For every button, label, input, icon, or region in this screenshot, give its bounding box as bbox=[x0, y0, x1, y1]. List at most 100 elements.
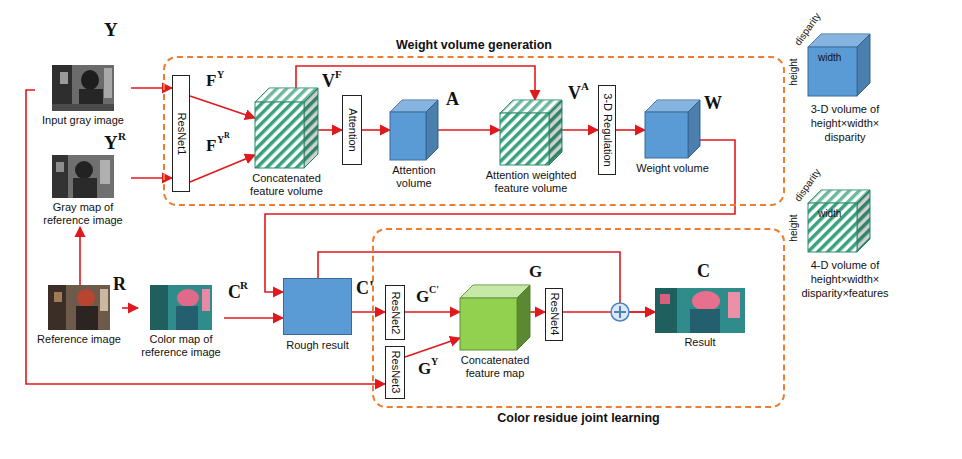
cube-shape bbox=[390, 100, 438, 160]
symbol-label: F bbox=[335, 69, 342, 80]
image-node: Reference image bbox=[36, 285, 122, 346]
symbol-label: F bbox=[206, 72, 216, 89]
network-block: ResNet1 bbox=[172, 75, 190, 192]
symbol-label: G bbox=[418, 360, 431, 377]
cube-shape bbox=[460, 285, 530, 350]
volume-node: Weight volume bbox=[645, 100, 700, 158]
legend-swatch-box bbox=[808, 190, 870, 252]
image-caption: Gray map of reference image bbox=[35, 201, 131, 227]
cube-side bbox=[426, 100, 438, 160]
shape-caption: Concatenated feature map bbox=[447, 354, 543, 380]
cube-front bbox=[255, 102, 304, 168]
network-block: ResNet2 bbox=[385, 285, 405, 340]
image-caption: Result bbox=[655, 336, 745, 349]
cube-side-shade bbox=[426, 100, 438, 160]
axis-label: height bbox=[788, 214, 800, 241]
symbol-label: V bbox=[322, 72, 335, 90]
symbol-label: Y bbox=[104, 20, 118, 39]
block-label: Attention bbox=[346, 108, 359, 151]
volume-node: Concatenated feature map bbox=[460, 285, 530, 350]
cube-side-shade bbox=[857, 190, 870, 252]
flow-arrow bbox=[190, 155, 255, 182]
cube-side-shade bbox=[517, 285, 530, 350]
sum-symbol bbox=[611, 303, 629, 321]
cube-side-shade bbox=[304, 88, 318, 168]
flow-arrow bbox=[224, 317, 283, 319]
shape-caption: Attention volume bbox=[379, 164, 449, 190]
symbol-label: C bbox=[228, 283, 241, 301]
cube-front bbox=[645, 112, 688, 158]
volume-node: Attention weighted feature volume bbox=[500, 100, 562, 165]
image-caption: Input gray image bbox=[35, 114, 131, 127]
flow-arrow bbox=[405, 338, 460, 357]
flow-arrow bbox=[131, 177, 172, 179]
axis-label: width bbox=[818, 52, 841, 64]
group-region: Color residue joint learningResNet2ResNe… bbox=[372, 228, 785, 408]
cube-shape bbox=[255, 88, 318, 168]
legend-text: 3-D volume of height×width× disparity bbox=[795, 102, 895, 144]
group-title: Color residue joint learning bbox=[374, 411, 783, 426]
symbol-label: A bbox=[446, 90, 459, 108]
legend-swatch-box bbox=[808, 34, 870, 96]
network-block: ResNet3 bbox=[385, 346, 405, 399]
cube-side-shade bbox=[688, 100, 700, 158]
symbol-label: Y bbox=[431, 357, 438, 367]
symbol-label: G bbox=[529, 263, 542, 280]
cube-front bbox=[390, 112, 426, 160]
flow-arrow bbox=[530, 311, 545, 313]
flow-arrow bbox=[79, 227, 81, 285]
flow-arrow bbox=[131, 87, 172, 89]
cube-shape bbox=[808, 190, 870, 252]
flow-arrow bbox=[616, 129, 645, 131]
cube-front bbox=[808, 203, 857, 252]
cube-side bbox=[688, 100, 700, 158]
cube-side bbox=[857, 34, 870, 96]
axis-label: height bbox=[788, 58, 800, 85]
block-label: ResNet4 bbox=[548, 293, 561, 336]
flow-arrow bbox=[26, 90, 385, 384]
symbol-label: R bbox=[118, 131, 126, 142]
flow-arrow bbox=[318, 129, 342, 131]
flow-arrow bbox=[190, 96, 255, 118]
symbol-label: Y bbox=[217, 70, 224, 80]
legend-text: 4-D volume of height×width× disparity×fe… bbox=[791, 258, 899, 300]
image-node: Gray map of reference image bbox=[35, 155, 131, 227]
symbol-label: R bbox=[113, 275, 126, 293]
block-label: ResNet3 bbox=[389, 351, 402, 394]
image-caption: Reference image bbox=[36, 333, 122, 346]
symbol-label: V bbox=[568, 84, 581, 102]
flow-arrow bbox=[352, 311, 385, 313]
symbol-label: C' bbox=[429, 285, 439, 295]
group-title: Weight volume generation bbox=[165, 38, 783, 53]
reference-photo bbox=[48, 285, 110, 330]
cube-side-shade bbox=[857, 34, 870, 96]
result-box: Rough result bbox=[283, 278, 352, 335]
color-map-photo bbox=[150, 285, 212, 330]
image-caption: Color map of reference image bbox=[138, 333, 224, 359]
cube-side-shade bbox=[549, 100, 562, 165]
cube-front bbox=[808, 47, 857, 96]
axis-label: width bbox=[818, 208, 841, 220]
cube-front bbox=[500, 113, 549, 165]
network-block: Attention bbox=[342, 95, 362, 165]
cube-side bbox=[304, 88, 318, 168]
shape-caption: Weight volume bbox=[633, 162, 713, 175]
image-node: Result bbox=[655, 288, 745, 349]
block-label: ResNet1 bbox=[175, 112, 188, 155]
image-node: Color map of reference image bbox=[138, 285, 224, 359]
flow-arrow bbox=[405, 311, 460, 313]
cube-shape bbox=[500, 100, 562, 165]
cube-front bbox=[460, 298, 517, 350]
input-gray-photo bbox=[52, 65, 114, 111]
shape-caption: Attention weighted feature volume bbox=[479, 169, 583, 195]
symbol-label: R bbox=[240, 280, 248, 291]
symbol-label: G bbox=[416, 288, 429, 305]
flow-arrow bbox=[122, 307, 138, 309]
cube-side bbox=[549, 100, 562, 165]
flow-arrow bbox=[296, 66, 535, 100]
shape-caption: Concatenated feature volume bbox=[237, 172, 337, 198]
symbol-label: C' bbox=[356, 279, 374, 297]
symbol-label: R bbox=[224, 132, 230, 140]
image-node: Input gray image bbox=[35, 65, 131, 127]
